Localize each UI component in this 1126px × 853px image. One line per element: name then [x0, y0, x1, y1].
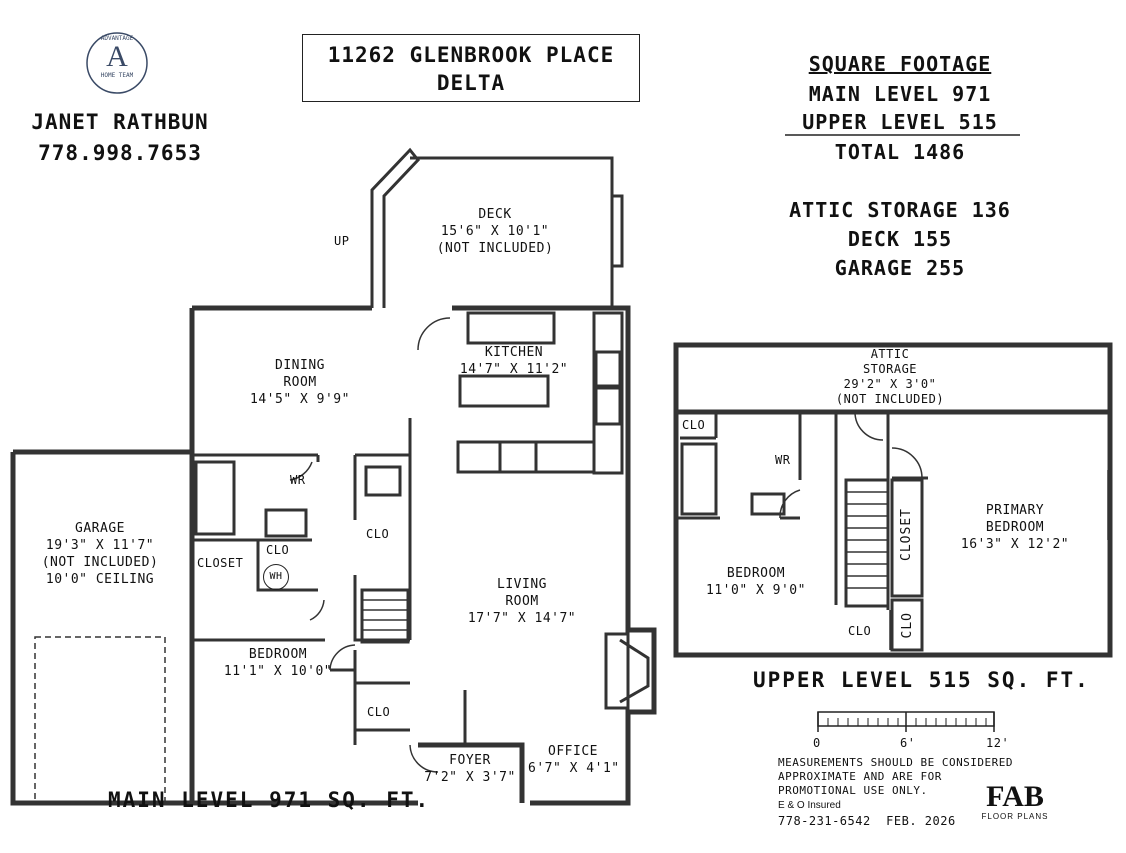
address-line2: DELTA — [436, 71, 506, 95]
kitchen-hood — [466, 311, 556, 345]
upper-closet-label: CLOSET — [899, 508, 914, 561]
upper-clo-side-label: CLO — [900, 612, 915, 639]
agent-name: JANET RATHBUN — [31, 110, 209, 134]
door-swing — [289, 317, 451, 773]
insurance-note: E & O Insured — [778, 800, 841, 811]
sink — [594, 386, 622, 426]
tub — [680, 442, 718, 516]
contact-date: 778-231-6542 FEB. 2026 — [778, 814, 956, 828]
logo-top-text: ADVANTAGE — [100, 35, 134, 42]
fab-logo-name: FAB — [986, 780, 1044, 813]
washer — [364, 465, 402, 497]
kitchen-counter-right — [592, 311, 624, 475]
clo-entry-label: CLO — [367, 705, 391, 719]
scale-tick-12: 12' — [986, 736, 1010, 750]
scale-tick-6: 6' — [900, 736, 916, 750]
garage-wall — [10, 449, 192, 806]
kitchen-counter — [456, 440, 596, 474]
upper-stairs — [844, 478, 890, 608]
logo-bottom-text: HOME TEAM — [100, 72, 134, 79]
clo-wh-label: CLO — [266, 543, 290, 557]
sqft-main: MAIN LEVEL 971 — [808, 82, 992, 106]
foyer-wall — [418, 742, 525, 803]
fab-logo: FAB FLOOR PLANS — [975, 780, 1055, 822]
upper-level-caption: UPPER LEVEL 515 SQ. FT. — [753, 668, 1090, 692]
upper-level-outer-wall — [673, 342, 1113, 658]
water-heater: WH — [263, 564, 289, 590]
vanity — [264, 508, 308, 538]
sqft-total: TOTAL 1486 — [834, 140, 966, 164]
scale-tick-0: 0 — [813, 736, 821, 750]
upper-clo-left-label: CLO — [682, 418, 706, 432]
fab-logo-sub: FLOOR PLANS — [981, 812, 1049, 821]
main-closet-label: CLOSET — [197, 556, 244, 570]
clo-hall-label: CLO — [366, 527, 390, 541]
deck-stair — [610, 194, 624, 268]
upper-wr-label: WR — [775, 453, 791, 467]
upper-closet — [890, 478, 924, 598]
garage-door — [34, 636, 166, 804]
upper-door-swing — [779, 411, 923, 519]
sqft-upper: UPPER LEVEL 515 — [802, 110, 998, 134]
shower — [194, 460, 236, 536]
interior-wall — [192, 418, 467, 745]
logo-letter: A — [106, 40, 128, 73]
advantage-logo: ADVANTAGE A HOME TEAM — [87, 33, 147, 93]
main-wr-label: WR — [290, 473, 306, 487]
main-stairs — [360, 588, 410, 644]
sqft-attic: ATTIC STORAGE 136 — [789, 198, 1011, 222]
upper-vanity — [750, 492, 786, 516]
up-label: UP — [334, 234, 350, 248]
agent-phone: 778.998.7653 — [38, 141, 202, 165]
sqft-garage: GARAGE 255 — [834, 256, 966, 280]
address-line1: 11262 GLENBROOK PLACE — [327, 43, 615, 67]
kitchen-island — [458, 374, 550, 408]
fridge — [594, 350, 622, 388]
fireplace — [604, 632, 650, 710]
upper-clo-bottom-label: CLO — [848, 624, 872, 638]
scale-bar — [817, 711, 995, 732]
main-level-caption: MAIN LEVEL 971 SQ. FT. — [108, 788, 431, 812]
sqft-heading: SQUARE FOOTAGE — [808, 52, 992, 76]
upper-clo-box — [890, 598, 924, 652]
advantage-logo-circle — [86, 32, 148, 94]
sqft-deck: DECK 155 — [847, 227, 953, 251]
address-box: 11262 GLENBROOK PLACE DELTA — [302, 34, 640, 102]
